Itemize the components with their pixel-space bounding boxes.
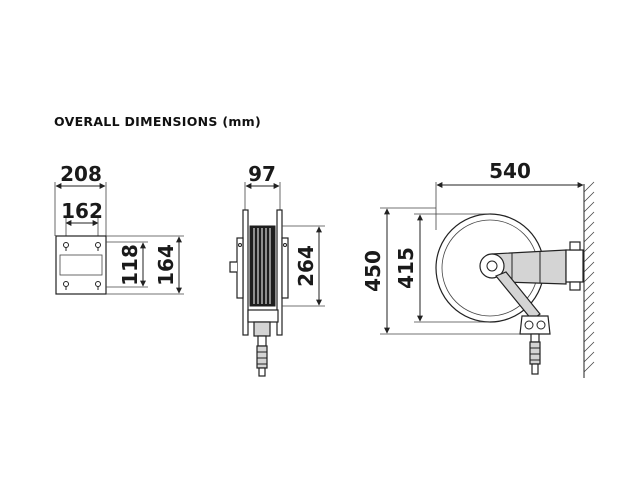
dimension-208: 208 (60, 162, 102, 186)
dimension-164: 164 (154, 244, 178, 286)
dimension-450: 450 (361, 250, 385, 292)
wall-bracket-view: 208 162 118 164 (54, 162, 184, 295)
hub-icon (479, 253, 505, 279)
dimension-118: 118 (118, 244, 142, 286)
nozzle-icon (529, 341, 541, 375)
bracket-plate (55, 235, 107, 295)
mounting-hole-icon (63, 242, 101, 290)
dimension-162: 162 (61, 199, 103, 223)
dimension-540: 540 (489, 159, 531, 183)
dimension-415: 415 (394, 247, 418, 289)
page-title: OVERALL DIMENSIONS (mm) (54, 114, 262, 129)
dimension-97: 97 (248, 162, 276, 186)
dimension-264: 264 (294, 245, 318, 287)
reel-side-view: 540 (361, 159, 595, 378)
wall-hatch (583, 181, 595, 378)
hose-fitting-icon (256, 345, 268, 377)
reel-front-view: 97 264 (229, 162, 325, 377)
